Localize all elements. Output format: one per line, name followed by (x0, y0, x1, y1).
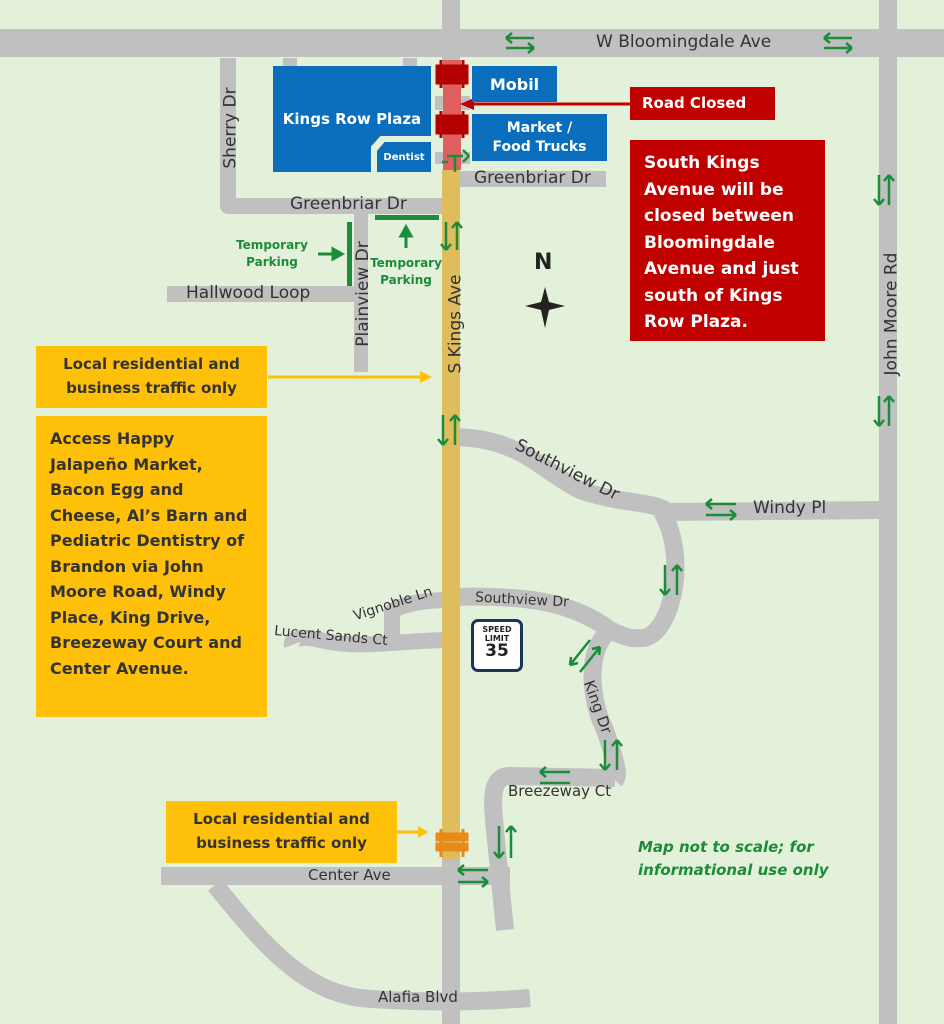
local-traffic-callout-2: Local residential and business traffic o… (166, 801, 397, 863)
road-closed-text: Road Closed (642, 94, 747, 112)
dentist-label: Dentist (383, 151, 425, 163)
speed-limit-sign: SPEED LIMIT 35 (471, 619, 523, 672)
market-food-trucks: Market / Food Trucks (472, 114, 607, 161)
speed-sign-line2: LIMIT (484, 634, 510, 643)
road-label-greenbriar-e: Greenbriar Dr (474, 168, 591, 188)
speed-sign-line1: SPEED (482, 625, 512, 634)
local-traffic-text-1: Local residential and business traffic o… (63, 355, 240, 397)
local-traffic-callout-1: Local residential and business traffic o… (36, 346, 267, 408)
barricade-icon (435, 829, 469, 857)
mobil: Mobil (472, 66, 557, 102)
road-label-greenbriar-w: Greenbriar Dr (290, 194, 407, 214)
market-label: Market / Food Trucks (492, 119, 587, 155)
speed-sign-value: 35 (485, 641, 509, 661)
road-label-john-moore: John Moore Rd (881, 252, 902, 376)
temp-parking-label-2: Temporary Parking (370, 256, 442, 287)
access-notice: Access Happy Jalapeño Market, Bacon Egg … (36, 416, 267, 717)
road-label-hallwood: Hallwood Loop (186, 283, 311, 303)
road-label-w-bloomingdale: W Bloomingdale Ave (596, 32, 772, 52)
road-label-sherry: Sherry Dr (220, 87, 241, 169)
barricade-icon (435, 60, 469, 138)
dentist: Dentist (377, 142, 431, 172)
local-traffic-text-2: Local residential and business traffic o… (193, 810, 370, 852)
road-label-windy: Windy Pl (753, 498, 827, 518)
closure-notice: South Kings Avenue will be closed betwee… (630, 140, 825, 341)
disclaimer: Map not to scale; for informational use … (638, 838, 829, 879)
road-label-center: Center Ave (308, 866, 391, 884)
temp-parking-label-1: Temporary Parking (236, 238, 308, 269)
compass-north-label: N (534, 250, 553, 275)
compass-icon (525, 287, 565, 328)
road-closed-label: Road Closed (630, 87, 775, 120)
closure-notice-text: South Kings Avenue will be closed betwee… (644, 153, 799, 332)
road-label-breezeway: Breezeway Ct (508, 782, 612, 800)
road-label-alafia: Alafia Blvd (378, 988, 458, 1006)
two-way-arrow-icon (437, 32, 895, 888)
kings-row-plaza-label: Kings Row Plaza (282, 110, 422, 128)
access-notice-text: Access Happy Jalapeño Market, Bacon Egg … (50, 429, 248, 678)
mobil-label: Mobil (489, 74, 540, 94)
road-label-s-kings: S Kings Ave (445, 274, 466, 374)
